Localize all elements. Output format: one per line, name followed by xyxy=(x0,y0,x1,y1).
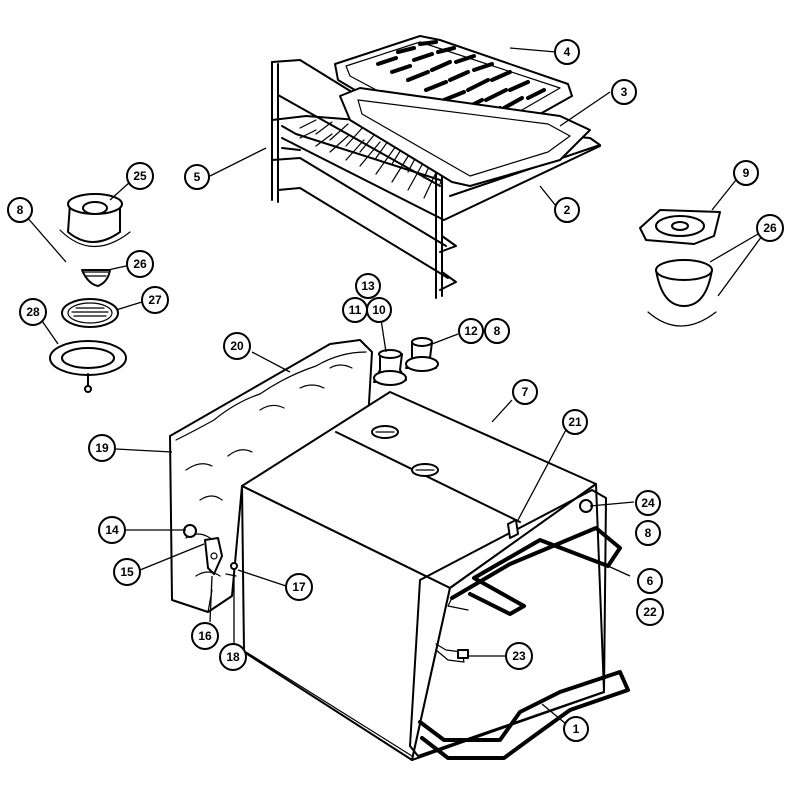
callout-16: 16 xyxy=(191,622,219,650)
callout-18: 18 xyxy=(219,643,247,671)
callout-2: 2 xyxy=(554,197,580,223)
svg-text:27: 27 xyxy=(148,293,162,307)
svg-text:14: 14 xyxy=(105,523,119,537)
light-socket-ring xyxy=(49,340,127,393)
svg-text:26: 26 xyxy=(763,221,777,235)
svg-text:12: 12 xyxy=(464,324,478,338)
svg-text:15: 15 xyxy=(120,565,134,579)
svg-text:9: 9 xyxy=(743,166,750,180)
callout-23: 23 xyxy=(505,642,533,670)
callout-3: 3 xyxy=(611,79,637,105)
svg-text:18: 18 xyxy=(226,650,240,664)
svg-text:8: 8 xyxy=(17,203,24,217)
callout-28: 28 xyxy=(19,298,47,326)
callout-8-light: 8 xyxy=(7,197,33,223)
svg-text:1: 1 xyxy=(573,722,580,736)
callout-26-bulb: 26 xyxy=(126,250,154,278)
svg-text:17: 17 xyxy=(292,580,306,594)
svg-text:25: 25 xyxy=(133,169,147,183)
callout-26-right: 26 xyxy=(756,214,784,242)
svg-text:13: 13 xyxy=(361,279,375,293)
svg-text:6: 6 xyxy=(647,574,654,588)
light-housing-right xyxy=(639,209,721,327)
light-bulb xyxy=(81,269,111,287)
callout-25: 25 xyxy=(126,162,154,190)
svg-text:20: 20 xyxy=(230,339,244,353)
svg-text:4: 4 xyxy=(564,45,571,59)
callout-15: 15 xyxy=(113,558,141,586)
callout-19: 19 xyxy=(88,434,116,462)
callout-1: 1 xyxy=(563,716,589,742)
svg-text:16: 16 xyxy=(198,629,212,643)
svg-text:11: 11 xyxy=(349,303,362,317)
callout-labels: 4 3 5 2 25 8 26 27 28 9 26 13 11 10 12 8… xyxy=(7,39,784,742)
callout-7: 7 xyxy=(512,379,538,405)
svg-text:5: 5 xyxy=(194,170,201,184)
svg-text:19: 19 xyxy=(95,441,109,455)
callout-12: 12 xyxy=(458,318,484,344)
callout-20: 20 xyxy=(223,332,251,360)
callout-6: 6 xyxy=(637,568,663,594)
callout-11: 11 xyxy=(342,297,368,323)
light-lens xyxy=(61,298,119,328)
broiler-slots xyxy=(376,40,546,120)
callout-27: 27 xyxy=(141,286,169,314)
callout-8-sensor: 8 xyxy=(484,318,510,344)
light-cover xyxy=(59,193,131,248)
callout-5: 5 xyxy=(184,164,210,190)
callout-22: 22 xyxy=(636,598,664,626)
small-hardware xyxy=(183,499,593,663)
oven-cavity xyxy=(241,391,607,761)
callout-10: 10 xyxy=(366,297,392,323)
svg-text:7: 7 xyxy=(522,385,529,399)
callout-8-element: 8 xyxy=(635,520,661,546)
callout-17: 17 xyxy=(285,573,313,601)
svg-text:24: 24 xyxy=(641,496,655,510)
leader-lines xyxy=(25,47,763,725)
svg-text:10: 10 xyxy=(372,303,386,317)
callout-14: 14 xyxy=(98,516,126,544)
svg-text:22: 22 xyxy=(643,605,657,619)
svg-text:28: 28 xyxy=(26,305,40,319)
callout-13: 13 xyxy=(355,273,381,299)
svg-text:8: 8 xyxy=(494,324,501,338)
callout-24: 24 xyxy=(635,490,661,516)
svg-text:23: 23 xyxy=(512,649,526,663)
heating-elements xyxy=(418,526,630,760)
callout-9: 9 xyxy=(733,160,759,186)
svg-text:8: 8 xyxy=(645,526,652,540)
oven-light-assembly xyxy=(49,193,131,393)
svg-text:2: 2 xyxy=(564,203,571,217)
svg-text:26: 26 xyxy=(133,257,147,271)
svg-text:3: 3 xyxy=(621,85,628,99)
top-sensors xyxy=(373,337,439,386)
broiler-pan xyxy=(339,87,591,187)
callout-21: 21 xyxy=(562,409,588,435)
callout-4: 4 xyxy=(554,39,580,65)
svg-text:21: 21 xyxy=(568,415,582,429)
